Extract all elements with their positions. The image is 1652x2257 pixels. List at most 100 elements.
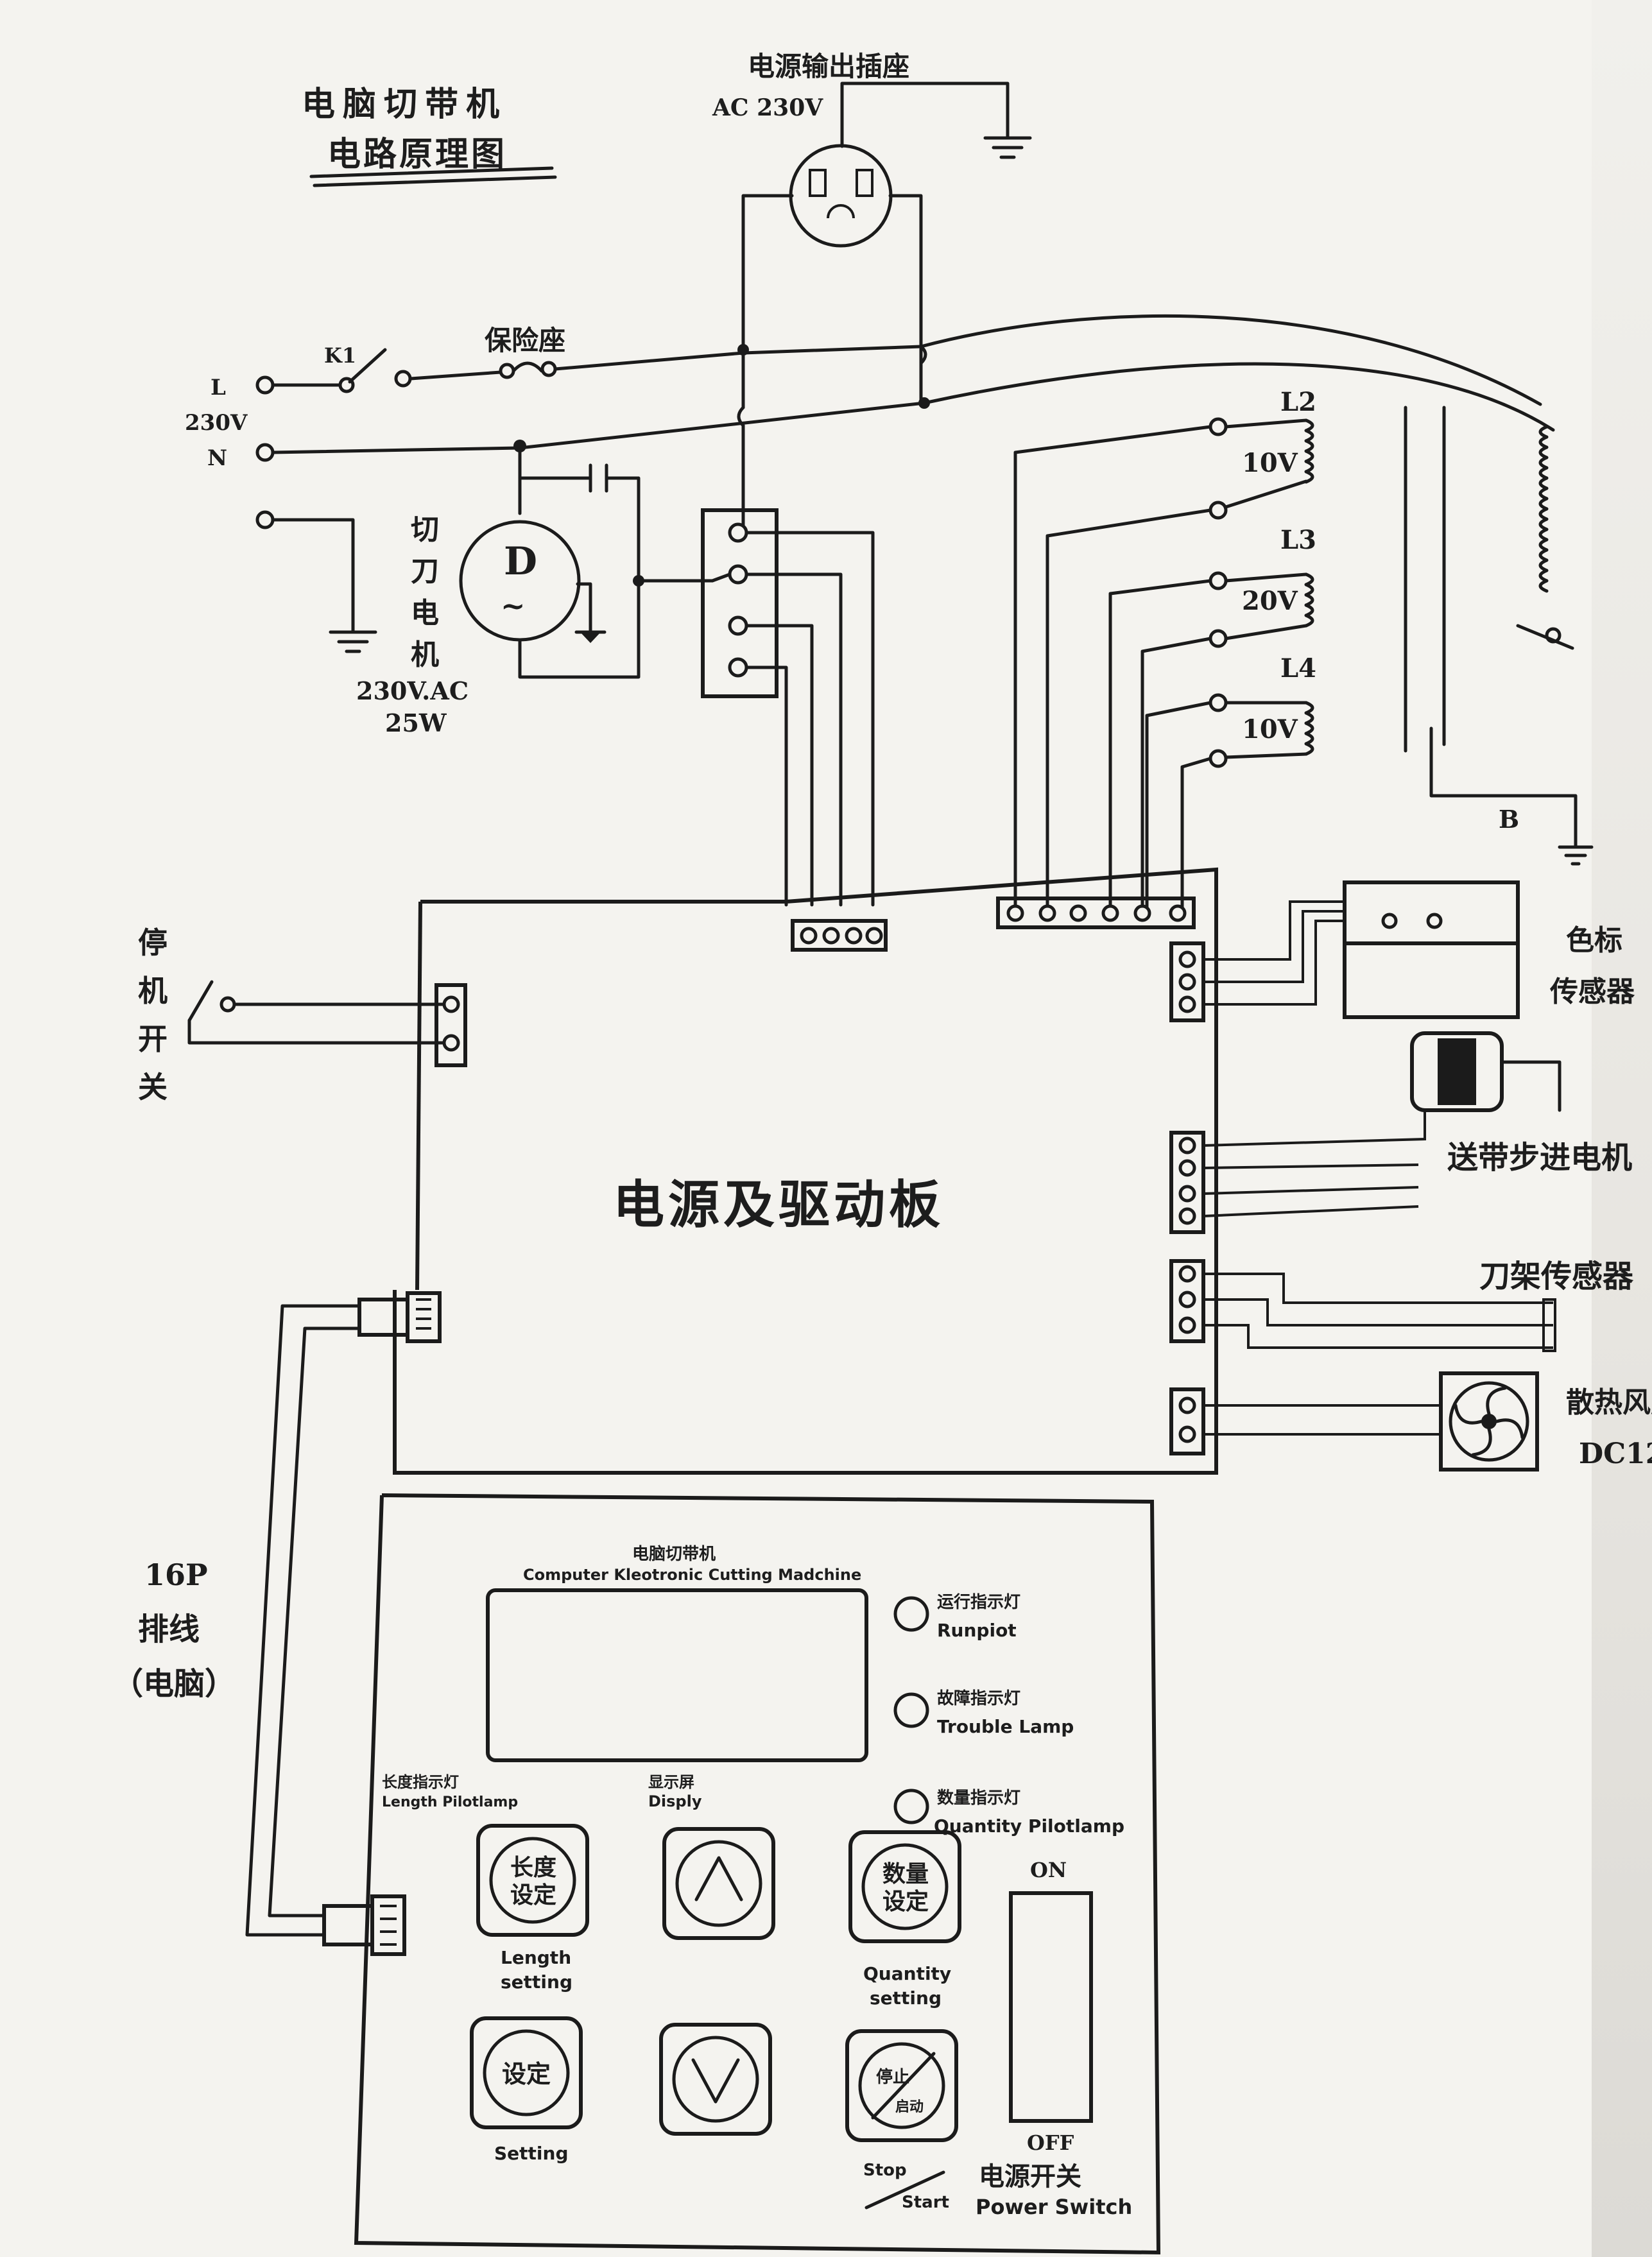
transformer: L2 10V L3 20V L4 10V xyxy=(1013,387,1594,910)
control-panel: 电脑切带机 Computer Kleotronic Cutting Madchi… xyxy=(354,1493,1161,2255)
board-16p-plug xyxy=(357,1298,409,1337)
outlet-wire-right xyxy=(888,194,923,400)
length-lamp-cn: 长度指示灯 xyxy=(382,1773,459,1791)
down-button[interactable] xyxy=(659,2023,772,2136)
fan-icon xyxy=(1439,1371,1539,1472)
blade-sensor-connector xyxy=(1169,1259,1205,1343)
motor-name-char-2: 刀 xyxy=(411,555,439,588)
trouble-lamp-icon xyxy=(893,1692,929,1728)
motor-name-char-1: 切 xyxy=(411,513,439,546)
stop-switch: 停 机 开 关 xyxy=(138,925,445,1104)
length-button-en-1: Length xyxy=(501,1947,571,1968)
blade-sensor: 刀架传感器 xyxy=(1203,1258,1634,1352)
diagram-title: 电脑切带机 电路原理图 xyxy=(302,85,557,187)
color-sensor-label-1: 色标 xyxy=(1566,924,1622,957)
lcd-display xyxy=(486,1588,868,1762)
color-sensor-icon xyxy=(1343,880,1520,945)
outlet-pin-left xyxy=(809,169,827,197)
primary-coil-icon xyxy=(1538,425,1549,593)
outlet-ground-wire xyxy=(840,82,1010,148)
up-button[interactable] xyxy=(662,1827,775,1940)
power-switch-en: Power Switch xyxy=(976,2195,1132,2219)
coil-l3-voltage: 20V xyxy=(1242,586,1298,616)
fan-label: 散热风扇 xyxy=(1566,1386,1652,1419)
down-arrow-icon xyxy=(691,2058,740,2104)
run-lamp-cn: 运行指示灯 xyxy=(937,1592,1020,1612)
secondary-coils-icon xyxy=(1304,418,1314,756)
title-line-1: 电脑切带机 xyxy=(302,85,507,124)
stop-switch-char-2: 机 xyxy=(138,974,168,1008)
panel-title-en: Computer Kleotronic Cutting Madchine xyxy=(523,1566,861,1584)
power-driver-board: 电源及驱动板 xyxy=(357,867,1218,1475)
setting-button[interactable]: 设定 xyxy=(470,2016,583,2129)
outlet-socket-icon xyxy=(789,144,893,248)
quantity-lamp-cn: 数量指示灯 xyxy=(937,1789,1020,1808)
n-line xyxy=(271,362,1555,454)
mains-input: L 230V N K1 保险座 xyxy=(185,314,1555,653)
l-line xyxy=(553,314,1542,406)
k1-label: K1 xyxy=(324,343,356,368)
earth-terminal xyxy=(255,510,275,529)
cable-label-2: 排线 xyxy=(138,1611,200,1647)
power-switch[interactable] xyxy=(1009,1891,1093,2123)
transformer-connector xyxy=(996,897,1196,929)
outlet-label: 电源输出插座 xyxy=(748,51,909,82)
board-label: 电源及驱动板 xyxy=(613,1175,944,1235)
cable-label-3: （电脑） xyxy=(112,1666,236,1702)
ribbon-cable-16p: 16P 排线 （电脑） xyxy=(112,1304,406,1956)
k1-contact-2 xyxy=(394,370,412,388)
title-underline xyxy=(309,166,554,178)
coil-l2-voltage: 10V xyxy=(1242,448,1298,478)
outlet-pin-ground xyxy=(827,204,855,219)
display-label-en: Disply xyxy=(648,1792,702,1810)
quantity-button-en-2: setting xyxy=(870,1987,942,2009)
l-terminal xyxy=(255,375,275,395)
stop-button-en: Stop xyxy=(863,2161,907,2180)
ground-label: B xyxy=(1499,805,1519,834)
stepper-motor-icon xyxy=(1410,1031,1504,1112)
power-outlet: 电源输出插座 AC 230V xyxy=(712,51,1032,400)
stop-switch-char-1: 停 xyxy=(138,925,168,960)
outlet-pin-right xyxy=(856,169,873,197)
stop-start-cn-2: 启动 xyxy=(895,2098,924,2115)
outlet-wire-left xyxy=(741,194,794,352)
quantity-button-cn-2: 设定 xyxy=(882,1889,929,1915)
title-line-2: 电路原理图 xyxy=(327,135,507,174)
ac-input-connector xyxy=(791,919,888,952)
mains-n-label: N xyxy=(207,445,227,471)
color-sensor: 色标 传感器 xyxy=(1203,880,1635,1019)
blade-sensor-icon xyxy=(1542,1298,1556,1352)
length-lamp-en: Length Pilotlamp xyxy=(382,1794,518,1810)
stop-start-button[interactable]: 停止 启动 xyxy=(845,2029,958,2142)
cooling-fan: 散热风扇 DC12V xyxy=(1203,1371,1652,1472)
length-button-cn-1: 长度 xyxy=(510,1855,556,1881)
stop-switch-icon xyxy=(187,980,214,1022)
color-sensor-label-2: 传感器 xyxy=(1549,975,1635,1008)
motor-name-char-4: 机 xyxy=(411,639,439,671)
terminal-block xyxy=(701,508,875,907)
blade-sensor-label: 刀架传感器 xyxy=(1479,1258,1634,1294)
earth-ground-icon xyxy=(329,630,377,653)
quantity-button-en-1: Quantity xyxy=(863,1963,951,1984)
quantity-setting-button[interactable]: 数量 设定 xyxy=(848,1830,961,1943)
panel-title-cn: 电脑切带机 xyxy=(632,1545,716,1564)
motor-name-char-3: 电 xyxy=(411,597,439,630)
power-on-label: ON xyxy=(1030,1858,1067,1882)
quantity-lamp-en: Quantity Pilotlamp xyxy=(934,1815,1124,1837)
setting-button-cn: 设定 xyxy=(502,2060,551,2088)
outlet-voltage: AC 230V xyxy=(712,94,823,121)
fan-connector xyxy=(1169,1387,1205,1455)
stop-switch-char-3: 开 xyxy=(138,1022,168,1056)
quantity-button-cn-1: 数量 xyxy=(882,1861,929,1887)
stepper-connector xyxy=(1169,1131,1205,1234)
stepper-motor: 送带步进电机 xyxy=(1203,1031,1632,1217)
fuse-icon xyxy=(512,361,544,373)
transformer-ground-icon xyxy=(1558,845,1594,866)
fuse-terminal-left xyxy=(499,363,515,379)
cutting-motor: D ~ 切 刀 电 机 230V.AC 25W xyxy=(356,440,714,737)
stop-switch-char-4: 关 xyxy=(138,1070,168,1104)
motor-ac-icon: ~ xyxy=(501,588,526,623)
length-setting-button[interactable]: 长度 设定 xyxy=(476,1824,589,1937)
n-terminal xyxy=(255,443,275,462)
